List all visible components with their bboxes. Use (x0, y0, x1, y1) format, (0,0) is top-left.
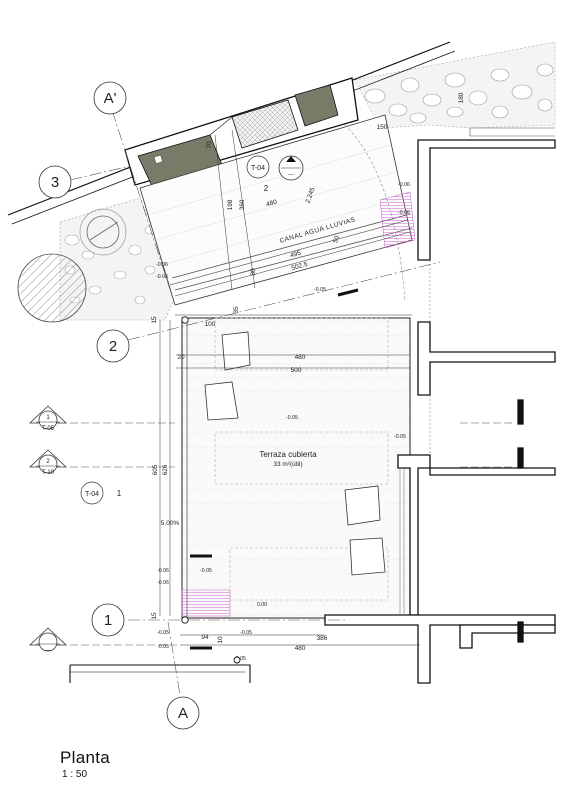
dimension-lines (159, 129, 420, 646)
dim-100: 100 (205, 321, 216, 328)
section-2-num: 2 (46, 459, 50, 465)
grid-bubble-2: 2 (96, 329, 130, 363)
section-marker-1: 1 T-05 (28, 405, 175, 432)
level-13: -0.05 (157, 644, 169, 650)
dim-502-5: 502.5 (291, 261, 309, 272)
tree-circle (79, 208, 127, 256)
dim-495: 495 (289, 250, 302, 260)
detail-ref-top-code: --- (288, 172, 294, 178)
dim-50: 50 (332, 235, 341, 245)
level-4: -0.05 (314, 287, 326, 293)
dim-20: 20 (177, 354, 185, 361)
dim-480-mid: 480 (295, 354, 306, 361)
grid-bubble-1: 1 (91, 603, 125, 637)
dim-150: 150 (377, 124, 388, 131)
level-1: -0.06 (398, 182, 410, 188)
grid-label-3: 3 (51, 174, 59, 191)
dim-500: 500 (291, 367, 302, 374)
detail-ref-top: T-04 --- 2 (246, 155, 304, 193)
column-markers (181, 316, 241, 664)
top-planter-structure (124, 77, 359, 187)
eastern-section-cut-marks (460, 422, 515, 468)
dim-10: 10 (217, 636, 224, 644)
grid-bubble-a-prime: A' (93, 81, 127, 115)
level-12: -0.05 (240, 630, 252, 636)
chairs (204, 331, 386, 576)
detail-ref-left: T-04 1 (80, 481, 122, 505)
room-name: Terraza cubierta (259, 450, 317, 459)
dim-605: 605 (152, 464, 159, 475)
dim-70: 70 (206, 141, 213, 149)
detail-ref-top-num: 2 (264, 184, 269, 193)
level-8: -0.06 (157, 568, 169, 574)
dim-360: 360 (239, 199, 246, 210)
window-lines (399, 260, 431, 615)
level-11: 0.00 (257, 602, 267, 608)
bottom-building (69, 664, 251, 683)
level-7: -0.05 (394, 434, 406, 440)
dim-626: 626 (162, 464, 169, 475)
grid-bubble-a: A (166, 696, 200, 730)
grid-label-a-prime: A' (104, 90, 117, 107)
dim-480-bot: 480 (295, 645, 306, 652)
level-3: -0.06 (156, 262, 168, 268)
section-1-num: 1 (46, 415, 50, 421)
plan-title: Planta (60, 748, 111, 767)
dim-80: 80 (250, 268, 257, 276)
grid-lines (69, 109, 441, 696)
dimension-texts: 150 180 70 198 360 480 2.245 495 50 502.… (151, 92, 465, 652)
detail-ref-left-num: 1 (117, 489, 122, 498)
section-2-sheet: T-10 (42, 470, 55, 476)
level-9: -0.05 (200, 568, 212, 574)
level-5: -0.06 (156, 274, 168, 280)
section-marker-2: 2 T-10 (28, 449, 175, 476)
title-block: Planta 1 : 50 (60, 748, 110, 780)
grid-label-1: 1 (104, 612, 112, 629)
exterior-stone-zone-right (354, 41, 556, 137)
grid-label-2: 2 (109, 338, 117, 355)
detail-ref-left-sheet: T-04 (85, 491, 99, 498)
detail-ref-top-sheet: T-04 (251, 165, 265, 172)
level-6: -0.05 (286, 415, 298, 421)
dim-386: 386 (317, 635, 328, 642)
exterior-stone-zone-left (59, 197, 179, 321)
grid-label-a: A (178, 705, 188, 722)
dim-94: 94 (201, 634, 209, 641)
section-marker-3: ---- (28, 627, 180, 654)
building-walls (324, 139, 556, 684)
section-1-sheet: T-05 (42, 426, 55, 432)
dim-35: 35 (233, 306, 240, 314)
section-3-sheet: ---- (44, 648, 52, 654)
dim-180: 180 (458, 92, 465, 103)
room-area: 33 m²(útil) (273, 461, 302, 468)
level-10: -0.06 (157, 580, 169, 586)
dim-15-bot: 15 (151, 612, 158, 620)
plan-scale: 1 : 50 (62, 769, 88, 780)
dim-480-top: 480 (265, 199, 278, 209)
dim-15-top: 15 (151, 316, 158, 324)
upper-deck (139, 114, 416, 306)
hatched-planter (17, 253, 87, 323)
dim-198: 198 (227, 199, 234, 210)
level-2: -0.06 (398, 210, 410, 216)
grid-bubble-3: 3 (38, 165, 72, 199)
level-14: -0.05 (157, 630, 169, 636)
